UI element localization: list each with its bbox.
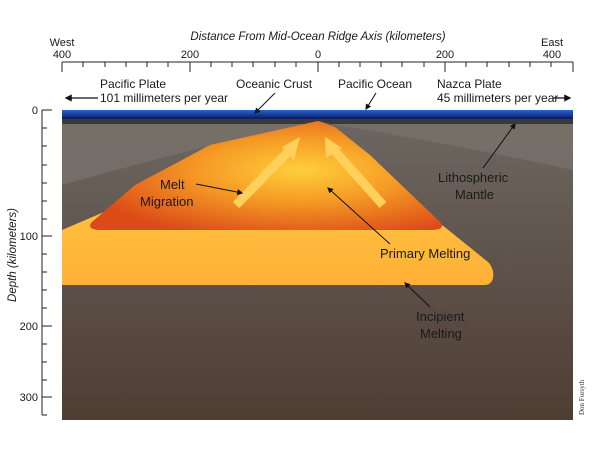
incipient-melting-pointer (404, 282, 431, 308)
top-tick-label: 0 (315, 49, 321, 61)
left-tick-label: 0 (32, 105, 38, 117)
east-label: East (541, 37, 563, 49)
top-tick-label: 200 (436, 49, 454, 61)
artist-credit: Don Forsyth (578, 379, 586, 415)
top-axis-ticks (61, 62, 574, 72)
top-tick-label: 400 (53, 49, 71, 61)
melt-migration-label-line1: Melt (160, 177, 185, 192)
right-flow-arrow-shaft (330, 147, 387, 208)
lithospheric-mantle (62, 118, 573, 185)
top-tick-label: 400 (543, 49, 561, 61)
left-axis-title: Depth (kilometers) (7, 208, 19, 302)
oceanic-crust-pointer (254, 92, 276, 114)
pacific-ocean-pointer (365, 92, 377, 111)
lithospheric-mantle-pointer (482, 123, 516, 169)
left-tick-label: 200 (20, 321, 38, 333)
nazca-plate-name: Nazca Plate (437, 77, 502, 91)
left-flow-arrow-head (282, 137, 300, 160)
pacific-ocean-label: Pacific Ocean (338, 77, 412, 91)
plate-motion: Pacific Plate 101 millimeters per year N… (64, 77, 572, 105)
oceanic-crust-label: Oceanic Crust (236, 77, 313, 91)
top-axis: Distance From Mid-Ocean Ridge Axis (kilo… (50, 31, 574, 72)
ocean-layer (62, 110, 573, 119)
incipient-melting-label-line1: Incipient (416, 309, 465, 324)
left-flow-arrow-shaft (232, 146, 294, 209)
primary-melting-label: Primary Melting (380, 246, 470, 261)
incipient-melting-label-line2: Melting (420, 326, 462, 341)
top-tick-label: 200 (181, 49, 199, 61)
pacific-plate-name: Pacific Plate (100, 77, 166, 91)
left-axis: 0 100 200 300 Depth (kilometers) (7, 105, 52, 416)
nazca-plate-rate: 45 millimeters per year (437, 91, 558, 105)
oceanic-crust (62, 119, 573, 124)
melt-migration-arrows (232, 137, 387, 209)
lithospheric-mantle-label-line2: Mantle (455, 187, 494, 202)
melt-migration-pointer (195, 183, 244, 196)
left-tick-label: 100 (20, 231, 38, 243)
melt-migration-label-line2: Migration (140, 194, 193, 209)
west-label: West (50, 37, 75, 49)
pacific-plate-rate: 101 millimeters per year (100, 91, 228, 105)
right-flow-arrow-head (325, 137, 342, 158)
primary-melting-pointer (327, 187, 391, 245)
top-axis-title: Distance From Mid-Ocean Ridge Axis (kilo… (190, 31, 445, 43)
lithospheric-mantle-label-line1: Lithospheric (438, 170, 509, 185)
left-tick-label: 300 (20, 392, 38, 404)
left-axis-ticks (42, 109, 52, 416)
